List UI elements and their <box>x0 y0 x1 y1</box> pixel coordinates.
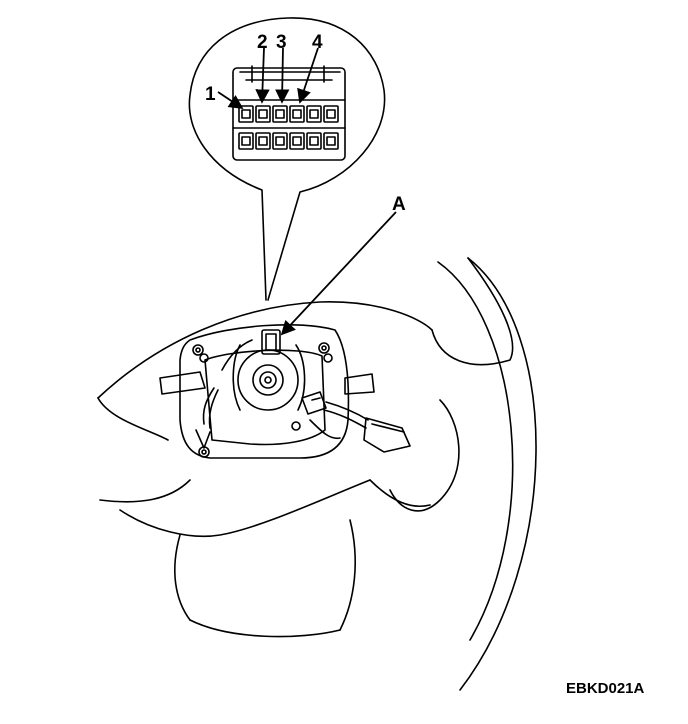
steering-wheel-spokes <box>97 301 460 638</box>
pin3-leader-arrow <box>275 47 290 104</box>
right-mounting-bracket <box>291 342 375 431</box>
callout-pin-4: 4 <box>312 32 323 53</box>
airbag-connector-a <box>221 329 281 371</box>
callout-pin-3: 3 <box>276 32 287 53</box>
wire-harness-left <box>202 387 219 429</box>
part-a-leader-arrow <box>280 211 397 336</box>
callout-pin-1: 1 <box>205 84 216 105</box>
side-connector-harness <box>301 391 411 453</box>
pin4-leader-arrow <box>297 47 319 104</box>
connector-pin-row-bottom <box>238 132 339 150</box>
steering-wheel-rim <box>431 257 537 691</box>
airbag-housing <box>179 324 350 459</box>
callout-part-a: A <box>392 194 406 215</box>
callout-pin-2: 2 <box>257 32 268 53</box>
connector-pin-row-top <box>238 105 339 123</box>
reference-code: EBKD021A <box>566 680 645 697</box>
magnified-connector-view <box>188 17 386 301</box>
pin2-leader-arrow <box>255 47 270 104</box>
left-mounting-bracket <box>159 344 211 458</box>
pin1-leader-arrow <box>217 91 244 109</box>
